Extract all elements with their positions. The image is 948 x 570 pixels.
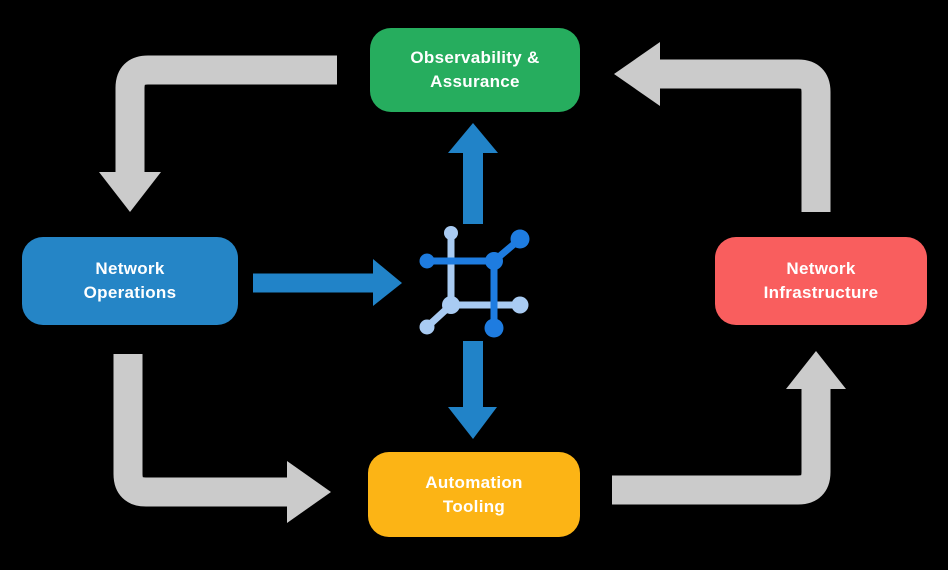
icon-dark-nodes [419,229,530,338]
arrow-head [448,123,498,153]
icon-node [511,296,529,314]
arrow-shaft [113,354,289,507]
icon-node [484,318,504,338]
icon-node [442,296,460,314]
node-automation-tooling: Automation Tooling [368,452,580,537]
cycle-arrow-operations-to-automation [113,354,331,523]
operations-label: Network Operations [83,259,177,302]
network-mesh-icon [419,226,530,338]
node-network-infrastructure: Network Infrastructure [715,237,927,325]
arrow-shaft [658,59,831,212]
arrow-shaft [612,388,831,505]
arrow-head [99,172,161,212]
cycle-arrow-infrastructure-to-observability [614,42,831,212]
observability-label: Observability & Assurance [410,48,540,91]
node-observability-assurance: Observability & Assurance [370,28,580,112]
cycle-arrows [99,42,846,523]
arrow-head [373,259,402,306]
icon-node [510,229,530,249]
arrow-head [287,461,331,523]
flow-arrow-center-to-automation [448,341,497,439]
flow-arrow-operations-to-center [253,259,402,306]
cycle-arrow-observability-to-operations [99,55,337,212]
icon-node [419,319,435,335]
arrow-head [786,351,846,389]
cycle-arrow-automation-to-infrastructure [612,351,846,505]
icon-node [419,253,435,269]
infrastructure-label: Network Infrastructure [763,259,879,302]
node-network-operations: Network Operations [22,237,238,325]
arrow-shaft [115,55,337,174]
arrow-head [448,407,497,439]
arrow-head [614,42,660,106]
icon-node [444,226,458,240]
automation-label: Automation Tooling [425,472,523,516]
icon-node [485,252,503,270]
flow-arrows [253,123,498,439]
flow-arrow-center-to-observability [448,123,498,224]
icon-light-nodes [419,226,529,335]
